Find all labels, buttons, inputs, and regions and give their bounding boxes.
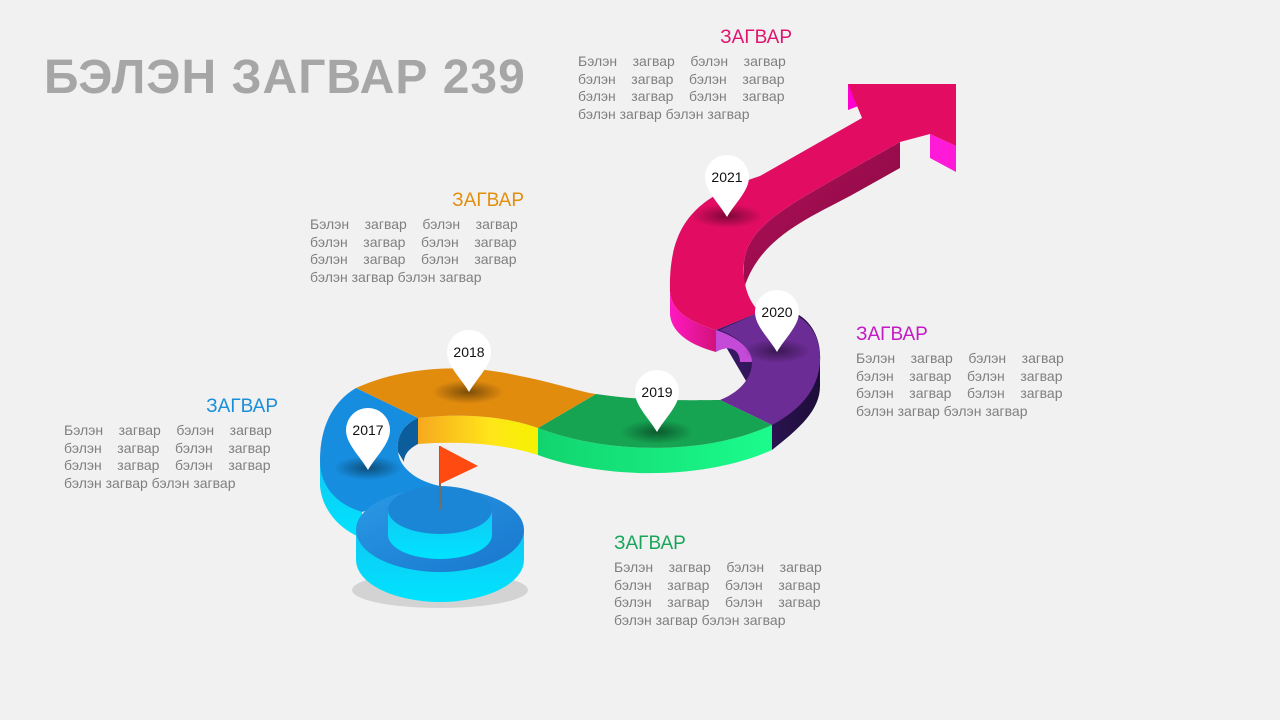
block-heading: ЗАГВАР (452, 190, 524, 211)
block-line: бэлэн загвар бэлэн загвар (578, 88, 785, 104)
block-line: бэлэн загвар бэлэн загвар (310, 268, 482, 285)
slide-title: БЭЛЭН ЗАГВАР 239 (44, 51, 526, 104)
road-segment-2021 (669, 84, 956, 352)
pin-year-2021: 2021 (711, 169, 742, 185)
text-block-green: ЗАГВАР Бэлэн загвар бэлэн загвар бэлэн з… (614, 533, 834, 629)
pin-year-2020: 2020 (761, 304, 792, 320)
flag-icon (439, 446, 478, 510)
block-heading: ЗАГВАР (720, 27, 792, 48)
milestone-pin-2021: 2021 (705, 155, 749, 217)
block-line: бэлэн загвар бэлэн загвар (578, 70, 785, 87)
pin-year-2017: 2017 (352, 422, 383, 438)
block-line: Бэлэн загвар бэлэн загвар (64, 422, 272, 438)
block-line: Бэлэн загвар бэлэн загвар (614, 559, 822, 575)
block-heading: ЗАГВАР (614, 533, 686, 554)
block-line: бэлэн загвар бэлэн загвар (856, 402, 1028, 419)
block-line: бэлэн загвар бэлэн загвар (614, 611, 786, 628)
block-line: бэлэн загвар бэлэн загвар (614, 576, 821, 593)
block-body: Бэлэн загвар бэлэн загвар бэлэн загвар б… (856, 350, 1076, 420)
block-line: бэлэн загвар бэлэн загвар (856, 385, 1063, 401)
text-block-purple: ЗАГВАР Бэлэн загвар бэлэн загвар бэлэн з… (856, 324, 1076, 420)
milestone-pin-2018: 2018 (447, 330, 491, 392)
pin-year-2019: 2019 (641, 384, 672, 400)
block-line: бэлэн загвар бэлэн загвар (310, 251, 517, 267)
block-line: Бэлэн загвар бэлэн загвар (310, 216, 518, 232)
block-line: бэлэн загвар бэлэн загвар (856, 367, 1063, 384)
block-line: Бэлэн загвар бэлэн загвар (856, 350, 1064, 366)
block-line: бэлэн загвар бэлэн загвар (614, 594, 821, 610)
block-line: бэлэн загвар бэлэн загвар (578, 105, 750, 122)
block-body: Бэлэн загвар бэлэн загвар бэлэн загвар б… (614, 559, 834, 629)
block-body: Бэлэн загвар бэлэн загвар бэлэн загвар б… (64, 422, 278, 492)
block-line: бэлэн загвар бэлэн загвар (64, 457, 271, 473)
block-body: Бэлэн загвар бэлэн загвар бэлэн загвар б… (578, 53, 792, 123)
milestone-pin-2019: 2019 (635, 370, 679, 432)
block-line: бэлэн загвар бэлэн загвар (64, 474, 236, 491)
text-block-orange: ЗАГВАР Бэлэн загвар бэлэн загвар бэлэн з… (310, 190, 524, 286)
block-heading: ЗАГВАР (856, 324, 928, 345)
block-line: Бэлэн загвар бэлэн загвар (578, 53, 786, 69)
text-block-blue: ЗАГВАР Бэлэн загвар бэлэн загвар бэлэн з… (64, 396, 278, 492)
text-block-magenta: ЗАГВАР Бэлэн загвар бэлэн загвар бэлэн з… (578, 27, 792, 123)
milestone-pin-2020: 2020 (755, 290, 799, 352)
block-heading: ЗАГВАР (206, 396, 278, 417)
milestone-pin-2017: 2017 (346, 408, 390, 470)
pin-year-2018: 2018 (453, 344, 484, 360)
block-line: бэлэн загвар бэлэн загвар (64, 439, 271, 456)
block-line: бэлэн загвар бэлэн загвар (310, 233, 517, 250)
block-body: Бэлэн загвар бэлэн загвар бэлэн загвар б… (310, 216, 524, 286)
